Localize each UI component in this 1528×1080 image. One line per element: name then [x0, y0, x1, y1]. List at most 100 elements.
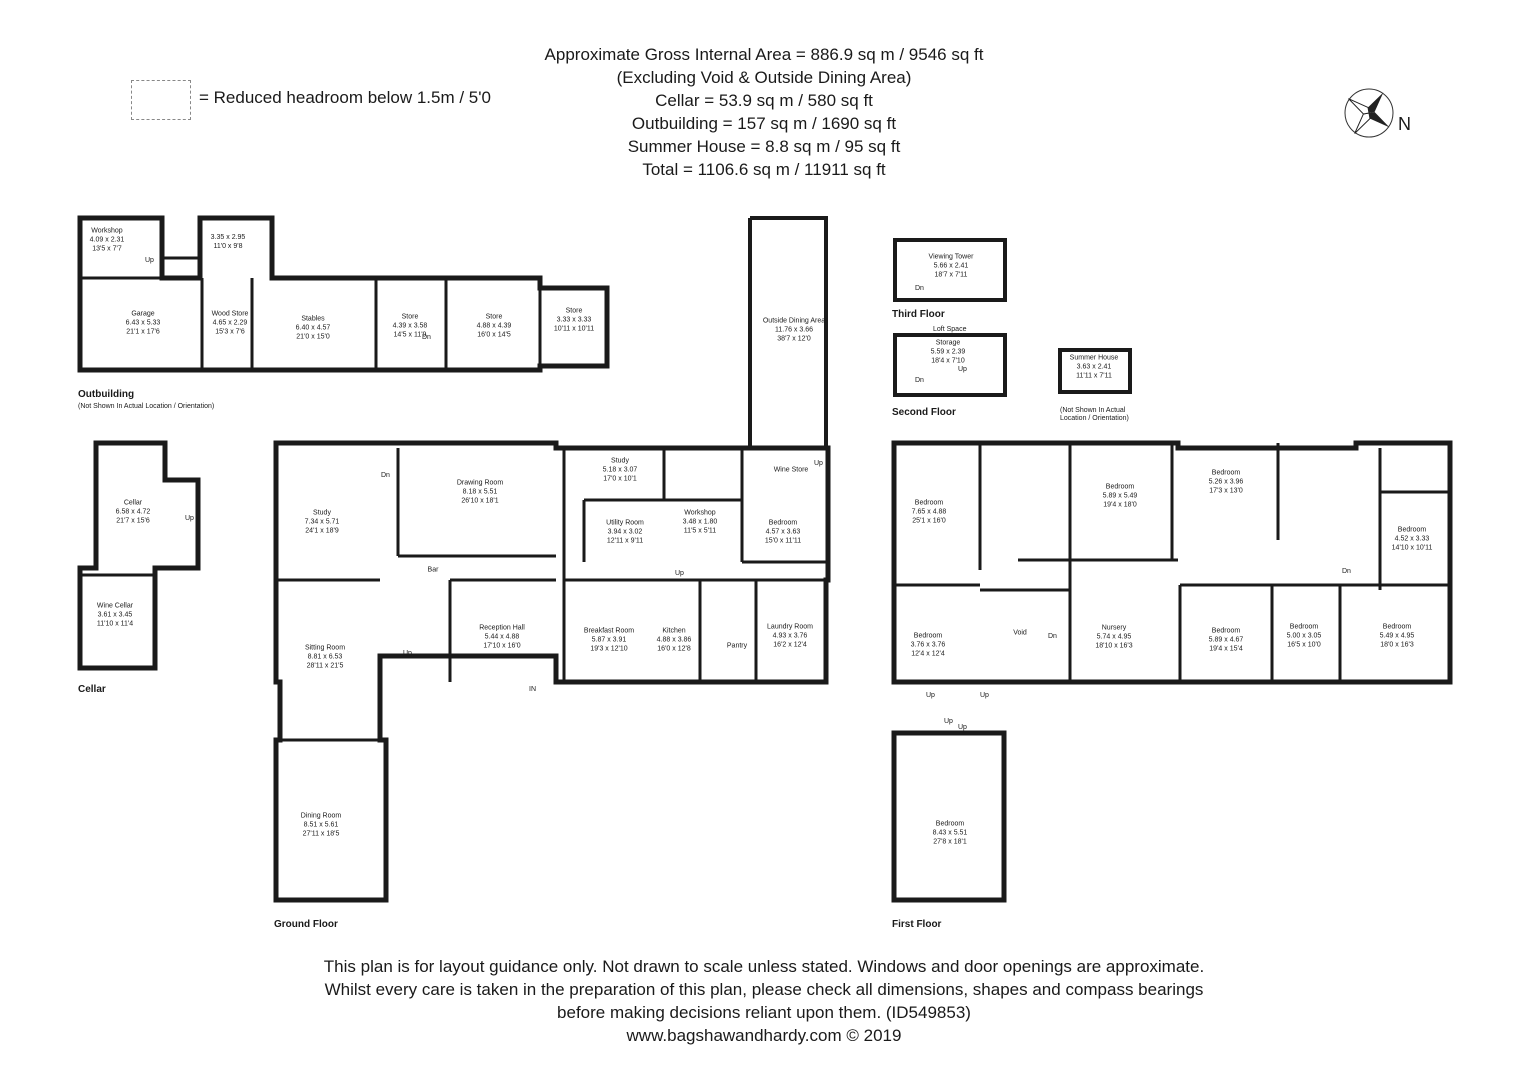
room-name: Void: [1013, 629, 1027, 637]
room-name: Store: [565, 307, 583, 315]
first-floor-walls: [891, 440, 1453, 903]
room-imperial-size: 21'7 x 15'6: [116, 517, 150, 525]
stair-down-marker: Dn: [422, 334, 431, 341]
room-imperial-size: 18'4 x 7'10: [931, 357, 965, 365]
ground-floor-partitions: [276, 448, 826, 742]
room-name: Breakfast Room: [583, 627, 635, 635]
outside-dining-walls: [748, 216, 828, 448]
room-name: Drawing Room: [456, 479, 504, 487]
room-name: Pantry: [726, 642, 748, 650]
room-label: Bar: [428, 566, 439, 575]
room-metric-size: 4.88 x 4.39: [476, 322, 512, 330]
room-metric-size: 7.34 x 5.71: [304, 518, 340, 526]
room-name: Store: [401, 313, 419, 321]
copyright-text: © 2019: [846, 1026, 902, 1045]
room-imperial-size: 17'3 x 13'0: [1209, 487, 1243, 495]
room-imperial-size: 16'0 x 14'5: [477, 331, 511, 339]
summerhouse-area-line: Summer House = 8.8 sq m / 95 sq ft: [627, 137, 901, 156]
room-metric-size: 5.74 x 4.95: [1096, 633, 1132, 641]
room-name: Bedroom: [1397, 526, 1427, 534]
website-link[interactable]: www.bagshawandhardy.com: [626, 1026, 842, 1045]
room-metric-size: 5.66 x 2.41: [933, 262, 969, 270]
room-name: Stables: [301, 315, 325, 323]
room-imperial-size: 10'11 x 10'11: [553, 325, 595, 333]
room-name: Bedroom: [914, 499, 944, 507]
stair-up-marker: Up: [403, 650, 412, 657]
room-imperial-size: 14'10 x 10'11: [1391, 544, 1433, 552]
room-imperial-size: 18'7 x 7'11: [934, 271, 968, 279]
disclaimer-line-3: before making decisions reliant upon the…: [557, 1003, 971, 1022]
ground-floor-label: Ground Floor: [274, 919, 338, 930]
outbuilding-partitions: [80, 256, 542, 370]
room-name: Workshop: [684, 509, 716, 517]
room-name: Bedroom: [1289, 623, 1319, 631]
room-metric-size: 8.43 x 5.51: [932, 829, 968, 837]
footer-disclaimer: This plan is for layout guidance only. N…: [0, 955, 1528, 1047]
cellar-area-line: Cellar = 53.9 sq m / 580 sq ft: [655, 91, 873, 110]
outbuilding-walls: [77, 215, 610, 373]
stair-up-marker: Up: [944, 718, 953, 725]
room-imperial-size: 16'0 x 12'8: [657, 645, 691, 653]
second-floor-walls: [893, 333, 1007, 397]
room-imperial-size: 18'10 x 16'3: [1095, 642, 1133, 650]
room-name: Kitchen: [662, 627, 686, 635]
excluding-line: (Excluding Void & Outside Dining Area): [616, 68, 912, 87]
room-metric-size: 7.65 x 4.88: [911, 508, 947, 516]
legend-text: = Reduced headroom below 1.5m / 5'0: [199, 88, 491, 107]
room-metric-size: 5.49 x 4.95: [1379, 632, 1415, 640]
room-name: Study: [611, 457, 629, 465]
summer-house-note-2: Location / Orientation): [1060, 415, 1129, 422]
room-name: Dining Room: [300, 812, 342, 820]
room-metric-size: 5.89 x 5.49: [1102, 492, 1138, 500]
stair-up-marker: Up: [926, 692, 935, 699]
room-metric-size: 4.39 x 3.58: [392, 322, 428, 330]
room-name: Workshop: [91, 227, 123, 235]
room-imperial-size: 19'4 x 18'0: [1103, 501, 1137, 509]
room-imperial-size: 17'0 x 10'1: [603, 475, 637, 483]
third-floor-walls: [893, 238, 1007, 302]
room-metric-size: 8.81 x 6.53: [307, 653, 343, 661]
room-imperial-size: 18'0 x 16'3: [1380, 641, 1414, 649]
room-name: Wine Store: [773, 466, 809, 474]
room-metric-size: 3.76 x 3.76: [910, 641, 946, 649]
room-imperial-size: 24'1 x 18'9: [305, 527, 339, 535]
room-metric-size: 3.33 x 3.33: [556, 316, 592, 324]
room-name: Wood Store: [211, 310, 249, 318]
room-name: Viewing Tower: [928, 253, 974, 261]
website-line: www.bagshawandhardy.com © 2019: [0, 1024, 1528, 1047]
room-metric-size: 5.59 x 2.39: [930, 348, 966, 356]
compass-rose-icon: [1344, 88, 1394, 138]
room-imperial-size: 25'1 x 16'0: [912, 517, 946, 525]
room-name: Storage: [935, 339, 961, 347]
room-name: Bedroom: [935, 820, 965, 828]
room-imperial-size: 12'4 x 12'4: [911, 650, 945, 658]
stair-up-marker: Up: [185, 515, 194, 522]
room-name: Bedroom: [1105, 483, 1135, 491]
gross-area-line: Approximate Gross Internal Area = 886.9 …: [544, 45, 984, 64]
room-name: Sitting Room: [304, 644, 346, 652]
room-name: Bar: [427, 566, 439, 574]
room-imperial-size: 19'4 x 15'4: [1209, 645, 1243, 653]
room-name: Bedroom: [1211, 469, 1241, 477]
